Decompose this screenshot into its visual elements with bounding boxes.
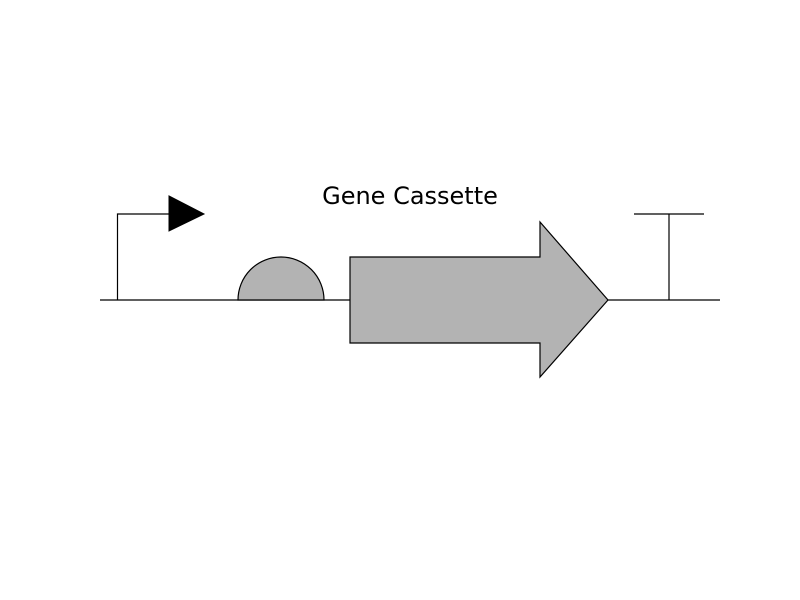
diagram-title: Gene Cassette [322, 182, 498, 210]
rbs-semicircle-icon [237, 256, 325, 301]
promoter-arrowhead [168, 195, 206, 232]
terminator-t-icon [634, 213, 704, 300]
cds-arrow-icon [349, 220, 609, 379]
promoter-arrow-icon [116, 195, 206, 300]
